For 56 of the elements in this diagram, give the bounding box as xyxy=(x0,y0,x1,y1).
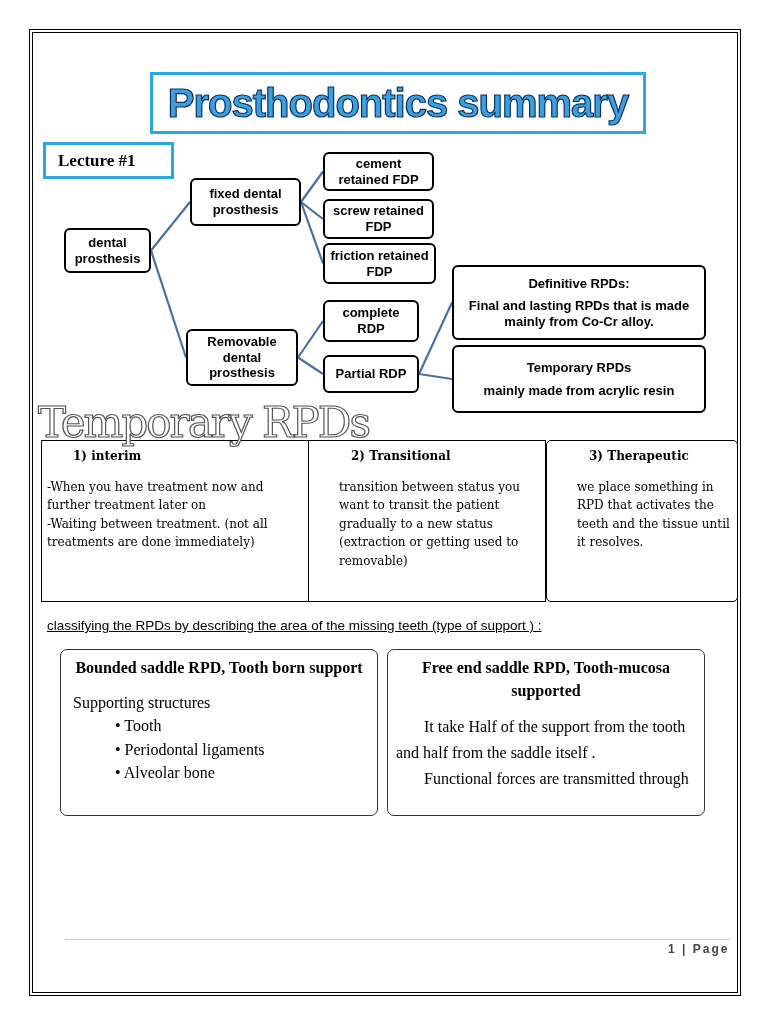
connector-line xyxy=(418,302,453,375)
process-box xyxy=(323,199,434,239)
box-text: dental prosthesis xyxy=(73,234,142,267)
box-text: Partial RDP xyxy=(335,366,407,382)
box-text: screw retained FDP xyxy=(331,203,425,235)
title: Prosthodontics summary xyxy=(150,72,646,134)
list-item: • Periodontal ligaments xyxy=(115,739,266,761)
cell-heading: 2) Transitional xyxy=(350,448,452,465)
process-box xyxy=(323,152,434,191)
process-box xyxy=(452,345,706,413)
connector-line xyxy=(299,201,325,264)
table-cell xyxy=(546,440,738,602)
connector-line xyxy=(300,201,324,220)
lecture-label: Lecture #1 xyxy=(58,150,136,171)
connector-line xyxy=(297,356,324,375)
card-text: Supporting structures xyxy=(72,693,212,714)
card-heading: Free end saddle RPD, Tooth-mucosa supported xyxy=(420,658,672,702)
box-heading: Definitive RPDs: xyxy=(528,275,630,292)
cell-text: we place something in RPD that activates the teeth and the tissue until it resolves. xyxy=(577,478,731,552)
box-text: cement retained FDP xyxy=(337,155,420,188)
box-text: friction retained FDP xyxy=(329,247,430,280)
section-note: classifying the RPDs by describing the area of the missing teeth (type of support ) : xyxy=(47,618,542,633)
box-text: mainly made from acrylic resin xyxy=(483,382,675,399)
card-text: Functional forces are transmitted through xyxy=(423,768,690,790)
cell-heading: 1) interim xyxy=(72,448,143,465)
connector-line xyxy=(300,170,324,203)
list-item: • Tooth xyxy=(115,716,163,737)
list-item: • Alveolar bone xyxy=(115,762,216,783)
box-text: fixed dental prosthesis xyxy=(208,186,283,218)
table-cell xyxy=(308,440,546,602)
lecture-label-box xyxy=(43,142,174,179)
process-box xyxy=(323,300,419,342)
cell-heading: 3) Therapeutic xyxy=(588,448,690,465)
process-box xyxy=(323,355,419,393)
section-heading: Temporary RPDs xyxy=(38,398,369,447)
card-heading: Bounded saddle RPD, Tooth born support xyxy=(74,658,364,679)
process-box xyxy=(323,243,436,284)
process-box xyxy=(64,228,151,273)
page-number: 1 | Page xyxy=(668,942,730,956)
connector-line xyxy=(150,201,191,252)
box-text: complete RDP xyxy=(341,305,401,337)
cell-text: transition between status you want to transit the patient gradually to a new status (extraction or getting used to removable) xyxy=(339,478,521,570)
info-card xyxy=(387,649,705,816)
process-box xyxy=(190,178,301,226)
connector-line xyxy=(149,250,188,358)
connector-line xyxy=(297,320,324,359)
box-text: Removable dental prosthesis xyxy=(206,334,278,381)
connector-line xyxy=(418,372,453,381)
process-box xyxy=(186,329,298,386)
cell-text: -Waiting between treatment. (not all treatments are done immediately) xyxy=(47,515,269,552)
box-heading: Temporary RPDs xyxy=(526,359,632,376)
info-card xyxy=(60,649,378,816)
cell-text: -When you have treatment now and further treatment later on xyxy=(47,478,265,515)
card-text: It take Half of the support from the tooth and half from the saddle itself . xyxy=(396,717,687,763)
process-box xyxy=(452,265,706,340)
box-text: Final and lasting RPDs that is made mainly from Co-Cr alloy. xyxy=(467,298,691,330)
